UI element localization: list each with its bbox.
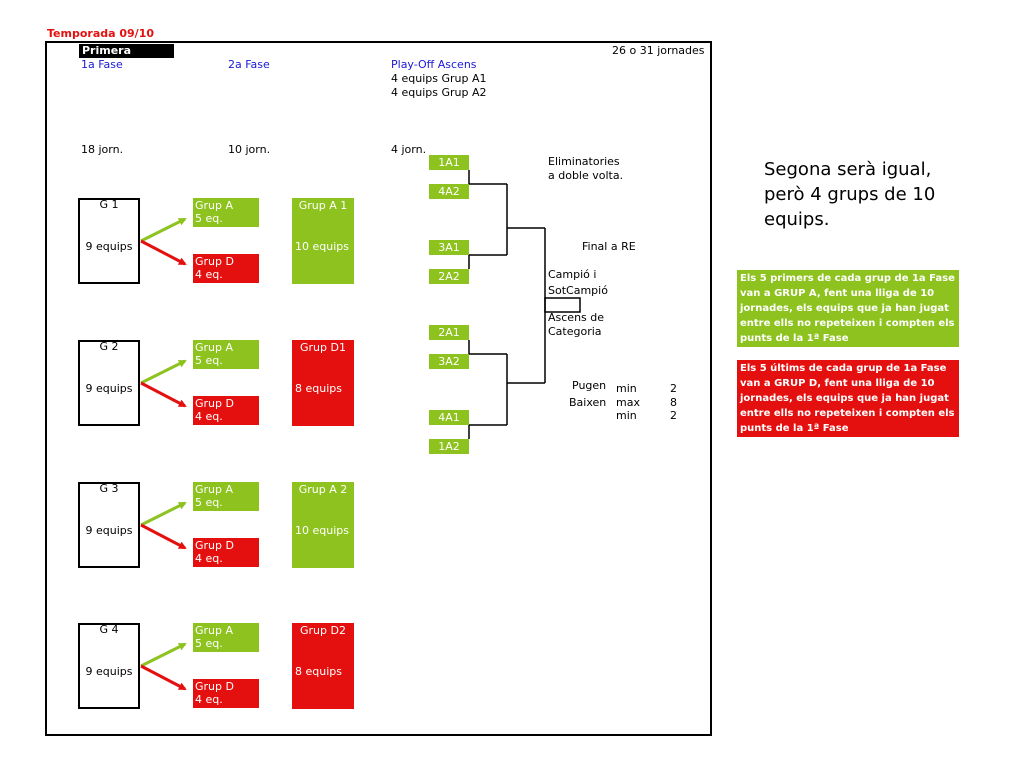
seed-3a2: 3A2 xyxy=(429,354,469,369)
playoff-line1: 4 equips Grup A1 xyxy=(391,72,487,85)
seed-4a1: 4A1 xyxy=(429,410,469,425)
arrow-to-group-d xyxy=(140,664,187,691)
group-4-subgroup-d: Grup D 4 eq. xyxy=(193,679,259,708)
group-teams: 9 equips xyxy=(85,524,133,537)
subgroup-a-teams: 5 eq. xyxy=(195,354,223,367)
group-4-subgroup-a: Grup A 5 eq. xyxy=(193,623,259,652)
arrow-to-group-a xyxy=(140,642,187,668)
bracket-champ-line2: SotCampió xyxy=(548,284,608,297)
target-name: Grup D2 xyxy=(300,624,346,637)
subgroup-d-teams: 4 eq. xyxy=(195,693,223,706)
rounds-phase2: 10 jorn. xyxy=(228,143,271,156)
seed-3a1: 3A1 xyxy=(429,240,469,255)
note-group-a: Els 5 primers de cada grup de 1a Fase va… xyxy=(737,270,959,347)
bracket-champ-line1: Campió i xyxy=(548,268,597,281)
rounds-phase1: 18 jorn. xyxy=(81,143,124,156)
playoff-line2: 4 equips Grup A2 xyxy=(391,86,487,99)
subgroup-d-teams: 4 eq. xyxy=(195,268,223,281)
group-name: G 1 xyxy=(99,198,119,211)
group-teams: 9 equips xyxy=(85,665,133,678)
group-3-subgroup-d: Grup D 4 eq. xyxy=(193,538,259,567)
target-teams: 8 equips xyxy=(295,665,342,678)
up-min-value: 2 xyxy=(670,382,677,395)
group-name: G 3 xyxy=(99,482,119,495)
total-rounds: 26 o 31 jornades xyxy=(612,44,705,57)
subgroup-a-teams: 5 eq. xyxy=(195,212,223,225)
subgroup-d-name: Grup D xyxy=(195,397,234,410)
arrow-to-group-d xyxy=(140,239,187,266)
subgroup-a-name: Grup A xyxy=(195,199,234,212)
down-max-label: max xyxy=(616,396,640,409)
group-name: G 2 xyxy=(99,340,119,353)
phase1-header: 1a Fase xyxy=(81,58,123,71)
subgroup-a-teams: 5 eq. xyxy=(195,496,223,509)
target-name: Grup D1 xyxy=(300,341,346,354)
bracket-elim-line1: Eliminatories xyxy=(548,155,620,168)
arrow-to-group-d xyxy=(140,523,187,550)
group-1-subgroup-d: Grup D 4 eq. xyxy=(193,254,259,283)
bracket-elim-line2: a doble volta. xyxy=(548,169,624,182)
arrow-to-group-d xyxy=(140,381,187,408)
subgroup-a-name: Grup A xyxy=(195,341,234,354)
phase2-header: 2a Fase xyxy=(228,58,270,71)
down-min-label: min xyxy=(616,409,637,422)
arrow-to-group-a xyxy=(140,359,187,385)
subgroup-d-teams: 4 eq. xyxy=(195,410,223,423)
subgroup-a-name: Grup A xyxy=(195,624,234,637)
group-name: G 4 xyxy=(99,623,119,636)
arrow-to-group-a xyxy=(140,217,187,243)
subgroup-a-teams: 5 eq. xyxy=(195,637,223,650)
rounds-playoff: 4 jorn. xyxy=(391,143,427,156)
target-teams: 8 equips xyxy=(295,382,342,395)
group-3-target: Grup A 2 10 equips xyxy=(292,482,354,568)
division-label: Primera xyxy=(79,44,174,58)
seed-2a1: 2A1 xyxy=(429,325,469,340)
playoff-header: Play-Off Ascens xyxy=(391,58,477,71)
group-2-subgroup-a: Grup A 5 eq. xyxy=(193,340,259,369)
group-2-box: G 2 9 equips xyxy=(78,340,140,426)
seed-2a2: 2A2 xyxy=(429,269,469,284)
bracket-ascent-line2: Categoria xyxy=(548,325,602,338)
group-teams: 9 equips xyxy=(85,382,133,395)
subgroup-d-teams: 4 eq. xyxy=(195,552,223,565)
arrow-to-group-a xyxy=(140,501,187,527)
note-group-d: Els 5 últims de cada grup de 1a Fase van… xyxy=(737,360,959,437)
seed-1a2: 1A2 xyxy=(429,439,469,454)
group-3-box: G 3 9 equips xyxy=(78,482,140,568)
bracket-ascent-line1: Ascens de xyxy=(548,311,605,324)
group-2-subgroup-d: Grup D 4 eq. xyxy=(193,396,259,425)
bracket-lines xyxy=(468,170,581,439)
down-label: Baixen xyxy=(569,396,607,409)
seed-1a1: 1A1 xyxy=(429,155,469,170)
down-max-value: 8 xyxy=(670,396,677,409)
up-label: Pugen xyxy=(572,379,607,392)
target-name: Grup A 1 xyxy=(298,199,348,212)
side-note: Segona serà igual, però 4 grups de 10 eq… xyxy=(764,159,936,230)
group-4-box: G 4 9 equips xyxy=(78,623,140,709)
subgroup-d-name: Grup D xyxy=(195,680,234,693)
season-title: Temporada 09/10 xyxy=(47,27,155,40)
group-3-subgroup-a: Grup A 5 eq. xyxy=(193,482,259,511)
down-min-value: 2 xyxy=(670,409,677,422)
group-1-subgroup-a: Grup A 5 eq. xyxy=(193,198,259,227)
up-min-label: min xyxy=(616,382,637,395)
target-name: Grup A 2 xyxy=(298,483,348,496)
bracket-final: Final a RE xyxy=(582,240,636,253)
group-teams: 9 equips xyxy=(85,240,133,253)
target-teams: 10 equips xyxy=(295,524,349,537)
group-1-box: G 1 9 equips xyxy=(78,198,140,284)
group-1-target: Grup A 1 10 equips xyxy=(292,198,354,284)
subgroup-d-name: Grup D xyxy=(195,255,234,268)
group-4-target: Grup D2 8 equips xyxy=(292,623,354,709)
diagram-frame xyxy=(45,41,712,736)
subgroup-a-name: Grup A xyxy=(195,483,234,496)
subgroup-d-name: Grup D xyxy=(195,539,234,552)
seed-4a2: 4A2 xyxy=(429,184,469,199)
target-teams: 10 equips xyxy=(295,240,349,253)
group-2-target: Grup D1 8 equips xyxy=(292,340,354,426)
